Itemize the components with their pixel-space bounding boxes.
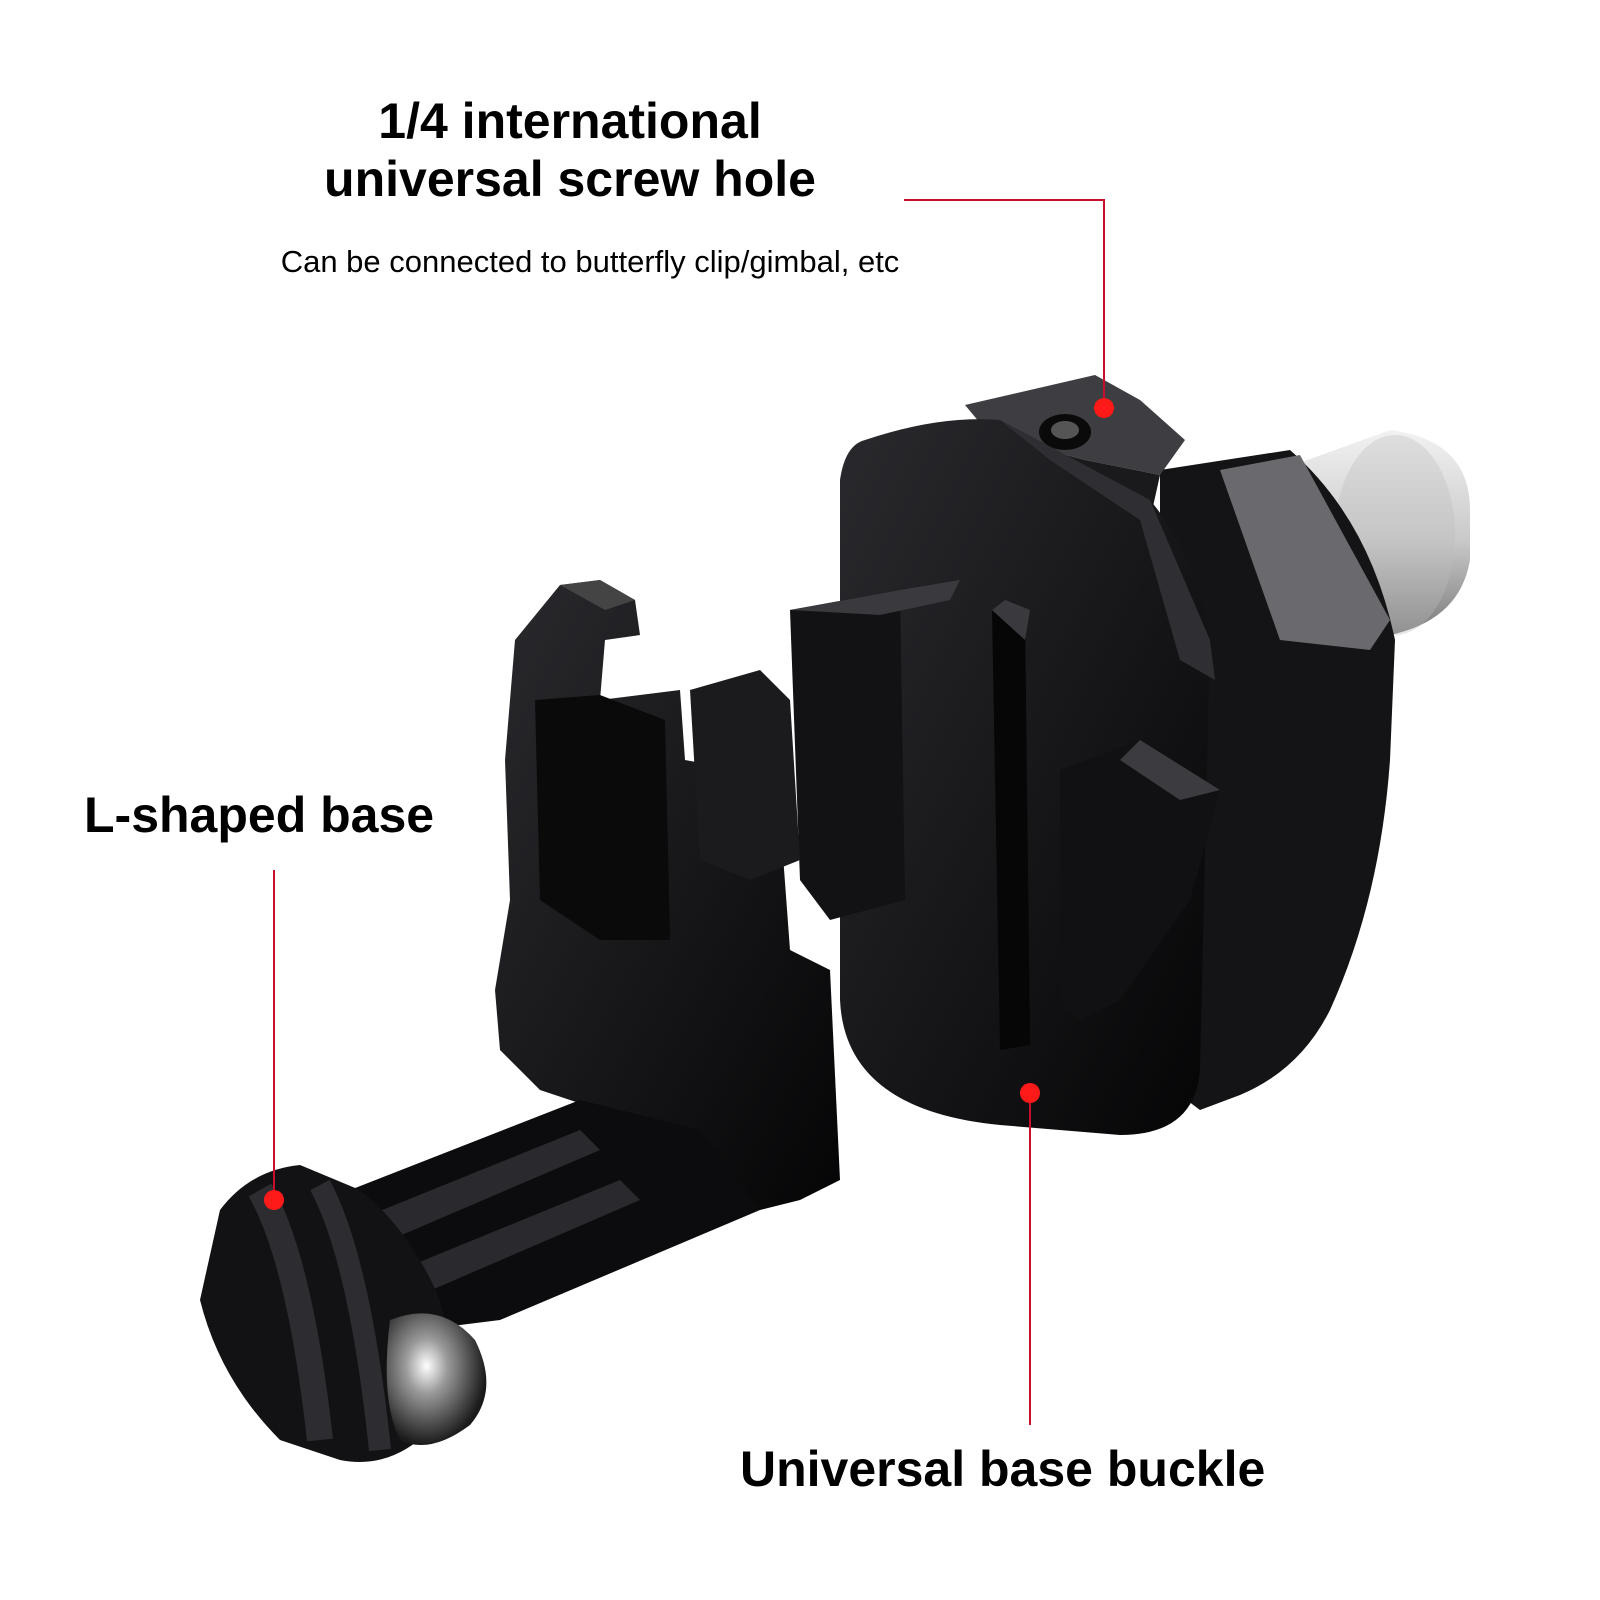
screw-hole-title-line1: 1/4 international — [378, 93, 762, 149]
thumb-knob — [200, 1165, 487, 1462]
l-base-arm — [350, 1100, 760, 1330]
screw-hole-description: Can be connected to butterfly clip/gimba… — [280, 244, 900, 279]
screw-hole-title: 1/4 international universal screw hole — [200, 92, 940, 208]
callout-dot-screw-hole — [1094, 398, 1114, 418]
screw-hole-title-line2: universal screw hole — [324, 151, 816, 207]
l-base-label: L-shaped base — [84, 787, 435, 843]
base-buckle-label: Universal base buckle — [740, 1441, 1266, 1497]
l-shaped-base — [495, 580, 840, 1210]
callout-l-base — [264, 870, 284, 1210]
callout-base-buckle — [1020, 1083, 1040, 1425]
connector-block — [790, 580, 960, 920]
callout-dot-l-base — [264, 1190, 284, 1210]
rear-clamp-plate — [1160, 450, 1395, 1110]
callout-screw-hole — [904, 199, 1114, 418]
callout-dot-base-buckle — [1020, 1083, 1040, 1103]
